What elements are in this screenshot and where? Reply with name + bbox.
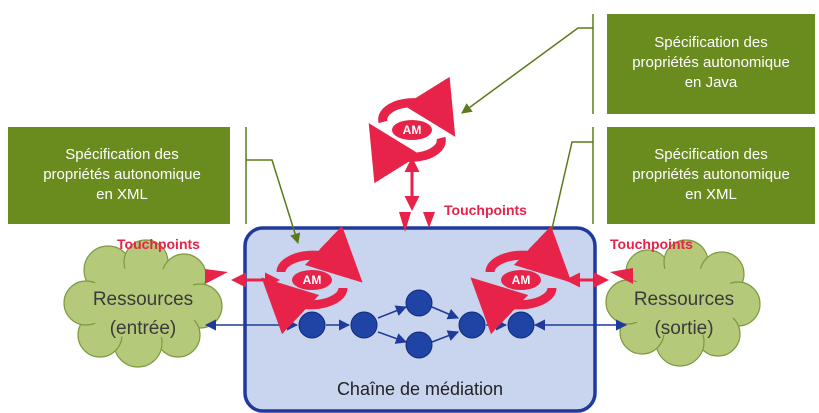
- resources-in-line1: Ressources: [93, 289, 193, 310]
- spec-xml-right-line1: Spécification des: [654, 146, 767, 163]
- spec-xml-left-connector: [246, 159, 301, 245]
- am-loop-left: AM: [261, 225, 363, 335]
- am-label-right: AM: [512, 273, 531, 287]
- spec-xml-right-line2: propriétés autonomique: [632, 166, 790, 183]
- mediator-node-6: [507, 311, 535, 339]
- am-loop-right: AM: [470, 225, 572, 335]
- spec-xml-left-line1: Spécification des: [65, 146, 178, 163]
- am-label-top: AM: [403, 123, 422, 137]
- flow-edge-2-3: [377, 305, 408, 319]
- am-label-left: AM: [303, 273, 322, 287]
- resources-out-line2: (sortie): [654, 318, 713, 339]
- resources-in-line2: (entrée): [110, 318, 177, 339]
- touchpoint-marker-left: [205, 269, 228, 284]
- touchpoints-label-right: Touchpoints: [610, 236, 693, 252]
- spec-java-line3: en Java: [685, 74, 738, 91]
- spec-xml-right-connector: [542, 141, 593, 261]
- spec-xml-left-line3: en XML: [96, 186, 148, 203]
- cloud-resources-in: Ressources (entrée): [63, 239, 223, 368]
- spec-box-xml-right: Spécification des propriétés autonomique…: [592, 127, 815, 224]
- touchpoints-label-top: Touchpoints: [444, 202, 527, 218]
- spec-xml-left-line2: propriétés autonomique: [43, 166, 201, 183]
- spec-java-line1: Spécification des: [654, 34, 767, 51]
- touchpoint-marker-top-1: [399, 212, 411, 232]
- mediator-node-4: [405, 331, 433, 359]
- flow-edge-4-5: [431, 330, 460, 343]
- spec-xml-right-line3: en XML: [685, 186, 737, 203]
- cloud-resources-out: Ressources (sortie): [605, 239, 761, 367]
- flow-edge-2-4: [377, 331, 408, 344]
- chain-label: Chaîne de médiation: [337, 379, 503, 399]
- touchpoints-label-left: Touchpoints: [117, 236, 200, 252]
- mediator-node-1: [298, 311, 326, 339]
- am-loop-top: AM: [368, 76, 456, 184]
- flow-edge-3-5: [431, 306, 460, 320]
- mediator-node-3: [405, 289, 433, 317]
- mediator-node-2: [350, 311, 378, 339]
- touchpoint-marker-top-2: [423, 212, 435, 228]
- spec-box-xml-left: Spécification des propriétés autonomique…: [8, 127, 247, 224]
- spec-java-line2: propriétés autonomique: [632, 54, 790, 71]
- resources-out-line1: Ressources: [634, 289, 734, 310]
- spec-box-java: Spécification des propriétés autonomique…: [592, 14, 815, 114]
- mediator-node-5: [458, 311, 486, 339]
- spec-java-connector: [461, 27, 593, 114]
- touchpoint-marker-right: [610, 268, 633, 284]
